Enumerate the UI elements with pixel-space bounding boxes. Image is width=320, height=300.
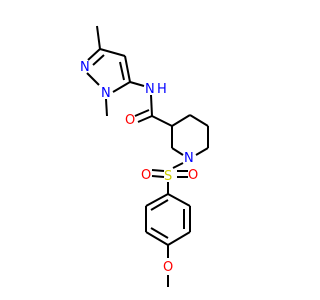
- molecule-diagram: N N N H O N S O O O: [80, 25, 209, 287]
- atom-label-s: S: [164, 169, 172, 184]
- atom-label-o-right: O: [188, 168, 198, 183]
- bond-ar6-ar1-double: [150, 199, 169, 211]
- bond-s-o-left-b: [151, 175, 165, 178]
- bond-c4-c5pip: [189, 114, 209, 127]
- bond-c5-nh: [129, 81, 145, 87]
- bond-c4-c5: [124, 55, 131, 83]
- bond-c4-c5-double: [119, 61, 125, 81]
- bond-npip-s: [172, 162, 184, 169]
- bond-nh-carbonyl: [150, 94, 153, 117]
- bond-c5-n1: [112, 81, 131, 93]
- bond-s-o-left-a: [151, 169, 165, 172]
- bond-n1-n2: [86, 72, 100, 86]
- atom-labels: N N N H O N S O O O: [80, 60, 198, 275]
- bond-c3-c4: [99, 48, 126, 57]
- bond-methyl-c3: [96, 25, 101, 50]
- bond-carbonyl-o-double: [134, 109, 150, 117]
- bonds: [86, 25, 209, 287]
- bond-carbonyl-o: [137, 115, 153, 123]
- bond-ar6-ar1: [145, 193, 169, 207]
- bond-ar3-ar4: [167, 231, 191, 246]
- bond-carbonyl-c3pip: [151, 115, 173, 127]
- atom-label-piperidine-n: N: [184, 151, 194, 166]
- atom-label-o-left: O: [141, 168, 151, 183]
- bond-n2-c3-double: [92, 54, 105, 66]
- atom-label-amide-h: H: [157, 82, 167, 97]
- atom-label-ether-o: O: [163, 260, 173, 275]
- atom-label-amide-n: N: [145, 82, 155, 97]
- structure-svg: N N N H O N S O O O: [80, 25, 209, 287]
- bond-n1-methyl: [105, 98, 108, 117]
- bond-ar1-ar2: [167, 193, 191, 207]
- bond-npip-c2pip: [171, 147, 184, 156]
- bond-c6-npip: [195, 147, 209, 156]
- atom-label-n2: N: [80, 60, 90, 75]
- atom-label-amide-o: O: [125, 113, 135, 128]
- atom-label-n1: N: [101, 86, 111, 101]
- bond-c3-c4pip: [171, 114, 191, 127]
- bond-ar4-ar5: [145, 231, 169, 246]
- bond-ar4-ar5-double: [150, 227, 169, 239]
- bond-n2-c3: [87, 48, 101, 61]
